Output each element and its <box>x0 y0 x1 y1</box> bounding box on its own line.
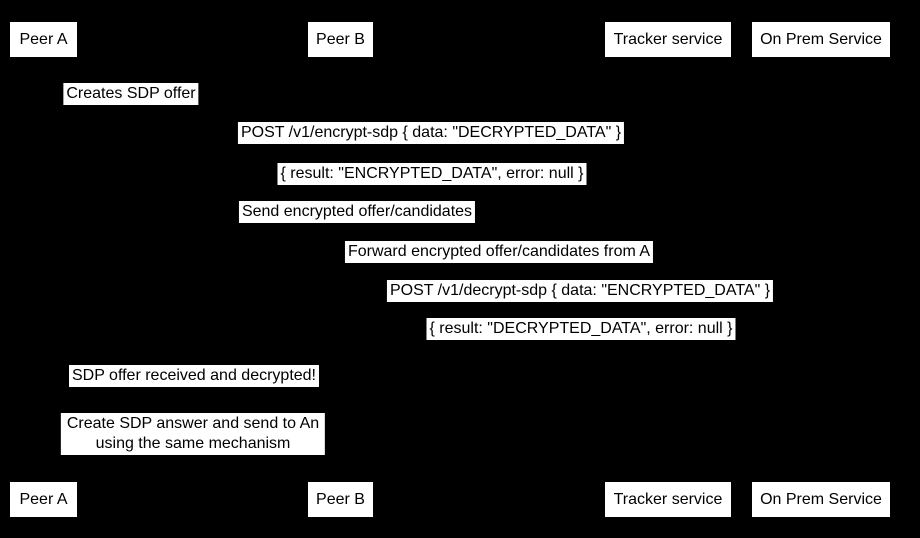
message-creates-sdp-offer: Creates SDP offer <box>63 83 199 105</box>
message-forward-encrypted-offer: Forward encrypted offer/candidates from … <box>344 241 654 263</box>
message-send-encrypted-offer: Send encrypted offer/candidates <box>238 201 476 223</box>
note-create-sdp-answer: Create SDP answer and send to An using t… <box>60 413 326 455</box>
message-decrypt-result: { result: "DECRYPTED_DATA", error: null … <box>426 318 736 340</box>
participant-tracker-service-top: Tracker service <box>605 22 731 57</box>
message-post-decrypt-sdp: POST /v1/decrypt-sdp { data: "ENCRYPTED_… <box>386 280 774 302</box>
message-post-encrypt-sdp: POST /v1/encrypt-sdp { data: "DECRYPTED_… <box>237 122 625 144</box>
note-create-sdp-answer-line-1: Create SDP answer and send to An <box>66 415 320 432</box>
participant-peer-b-bottom: Peer B <box>308 482 373 517</box>
message-encrypt-result: { result: "ENCRYPTED_DATA", error: null … <box>277 163 587 185</box>
participant-peer-b-top: Peer B <box>308 22 373 57</box>
participant-peer-a-top: Peer A <box>10 22 77 57</box>
note-create-sdp-answer-line-2: using the same mechanism <box>95 435 291 452</box>
message-sdp-offer-received: SDP offer received and decrypted! <box>69 365 319 387</box>
participant-on-prem-service-top: On Prem Service <box>752 22 890 57</box>
participant-peer-a-bottom: Peer A <box>10 482 77 517</box>
participant-on-prem-service-bottom: On Prem Service <box>752 482 890 517</box>
participant-tracker-service-bottom: Tracker service <box>605 482 731 517</box>
